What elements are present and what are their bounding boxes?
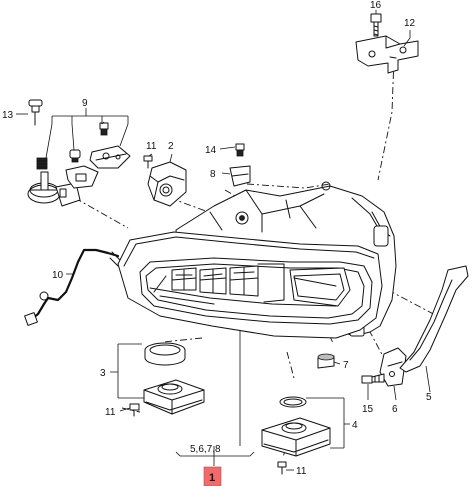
screw-11-top	[143, 155, 153, 169]
callout-8[interactable]: 8	[210, 169, 216, 180]
callout-3[interactable]: 3	[100, 368, 106, 379]
spring-part	[36, 157, 48, 170]
callout-1[interactable]: 1	[209, 472, 215, 484]
control-unit-3	[143, 342, 205, 415]
callout-4[interactable]: 4	[352, 420, 358, 431]
screw-11-left	[129, 403, 140, 417]
screw-16	[370, 13, 382, 37]
callout-2[interactable]: 2	[168, 141, 174, 152]
callout-9[interactable]: 9	[82, 98, 88, 109]
bracket-12	[355, 35, 419, 74]
callout-13[interactable]: 13	[2, 110, 14, 121]
assembly-lines	[74, 56, 442, 459]
callout-16[interactable]: 16	[370, 0, 382, 11]
callout-5[interactable]: 5	[426, 392, 432, 403]
small-screw-center	[65, 149, 99, 189]
callout-11-left[interactable]: 11	[105, 407, 116, 418]
callout-labels: 16 12 9 13 11 2 14 8 10 3 11 5,6,7,8 7 4…	[2, 0, 432, 484]
callout-15[interactable]: 15	[362, 404, 374, 415]
headlamp-housing-1	[117, 181, 397, 339]
adjuster-gear	[27, 171, 81, 207]
screw-15	[361, 373, 385, 384]
clip-14-8	[229, 143, 251, 187]
module-2	[147, 161, 187, 207]
callout-6[interactable]: 6	[392, 404, 398, 415]
callout-14[interactable]: 14	[205, 145, 217, 156]
leader-lines	[16, 10, 431, 471]
trim-strip-5	[399, 265, 469, 373]
part-1-highlight[interactable]	[203, 466, 222, 486]
cable-10	[24, 248, 123, 326]
bracket-6	[379, 347, 407, 387]
adjuster-assembly	[27, 99, 131, 207]
callout-10[interactable]: 10	[52, 270, 64, 281]
callout-5-6-7-8[interactable]: 5,6,7,8	[190, 444, 221, 455]
screw-13	[28, 99, 43, 126]
cap-7	[317, 353, 335, 369]
control-unit-4	[261, 396, 331, 457]
screw-11-bottom	[277, 461, 287, 475]
callout-11-top[interactable]: 11	[146, 141, 157, 152]
holder-right	[89, 122, 131, 169]
callout-11-bottom[interactable]: 11	[296, 466, 307, 477]
callout-7[interactable]: 7	[343, 360, 349, 371]
callout-12[interactable]: 12	[404, 18, 416, 29]
